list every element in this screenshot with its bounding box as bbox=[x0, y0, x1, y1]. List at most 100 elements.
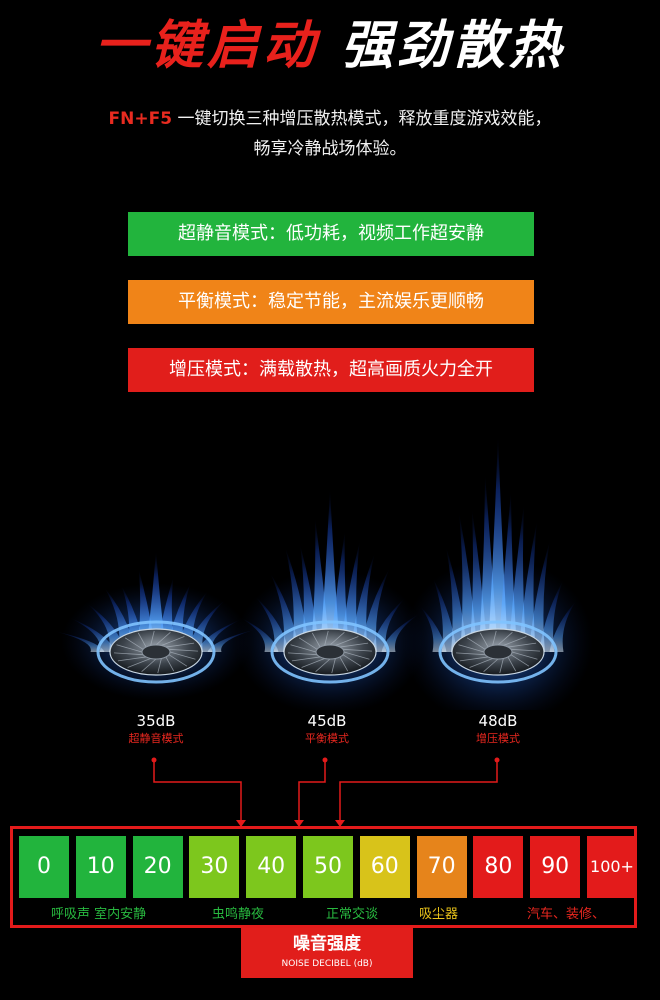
fan-blade bbox=[137, 632, 147, 648]
fan-blade bbox=[117, 656, 147, 662]
meter-cell-50: 50 bbox=[303, 836, 353, 898]
flame-tongue bbox=[381, 613, 420, 652]
fan-silent-illustration bbox=[56, 420, 256, 710]
fan-hub bbox=[141, 644, 171, 660]
fan-blade bbox=[497, 631, 513, 646]
fan-blade bbox=[161, 636, 185, 646]
intro-line-1-text: 一键切换三种增压散热模式，释放重度游戏效能， bbox=[172, 109, 552, 129]
fan-blade bbox=[315, 658, 331, 673]
flame-tongue bbox=[446, 546, 467, 652]
meter-cell-60: 60 bbox=[359, 836, 410, 898]
connector-arrow bbox=[294, 820, 304, 827]
decibel-value: 45dB bbox=[307, 712, 347, 730]
fan-blade bbox=[458, 644, 485, 653]
flame-tongue bbox=[350, 553, 375, 652]
fan-blade bbox=[507, 656, 517, 672]
fan-blade bbox=[342, 654, 362, 667]
intro-line-2: 畅享冷静战场体验。 bbox=[253, 139, 407, 159]
meter-cell-30: 30 bbox=[189, 836, 240, 898]
mode-bar-silent: 超静音模式：低功耗，视频工作超安静 bbox=[128, 212, 534, 256]
mode-name: 平衡模式 bbox=[305, 732, 349, 745]
fan-blade bbox=[141, 658, 157, 673]
flame-tongue bbox=[508, 504, 527, 652]
scale-label-night: 虫鸣静夜 bbox=[212, 907, 265, 922]
flame-tongue bbox=[529, 540, 550, 652]
fan-blade bbox=[456, 652, 486, 656]
fan-blade bbox=[492, 630, 497, 646]
meter-cell-10: 10 bbox=[75, 836, 126, 898]
connector-dot bbox=[151, 757, 157, 763]
fan-label-boost: 48dB 增压模式 bbox=[428, 711, 568, 747]
badge-subtitle-unit: (dB) bbox=[353, 959, 373, 969]
connector-boost bbox=[339, 762, 498, 826]
flame-tongue bbox=[518, 520, 537, 652]
fan-blade bbox=[483, 658, 499, 673]
fan-blade bbox=[339, 642, 369, 648]
fan-blade bbox=[288, 652, 318, 656]
fan-blade bbox=[466, 637, 486, 650]
fan-blade bbox=[168, 648, 198, 652]
flame-tongue bbox=[69, 617, 115, 652]
flame-tongue bbox=[187, 600, 225, 652]
fan-blade bbox=[469, 658, 493, 668]
fan-blade bbox=[155, 631, 171, 646]
intro-description: FN+F5 一键切换三种增压散热模式，释放重度游戏效能， 畅享冷静战场体验。 bbox=[0, 104, 660, 164]
fan-blade bbox=[339, 656, 349, 672]
flame-tongue bbox=[56, 631, 105, 652]
fan-blade bbox=[291, 656, 321, 662]
fan-blade bbox=[114, 652, 144, 656]
fan-blade bbox=[298, 637, 318, 650]
connector-arrow bbox=[335, 820, 345, 827]
flame-tongue bbox=[240, 617, 279, 652]
fan-label-silent: 35dB 超静音模式 bbox=[86, 711, 226, 747]
badge-title: 噪音强度 bbox=[293, 934, 361, 954]
meter-cell-100-plus: 100+ bbox=[587, 836, 637, 898]
page-title: 一键启动 强劲散热 bbox=[0, 14, 660, 78]
scale-label-talk: 正常交谈 bbox=[326, 907, 379, 922]
title-red-part: 一键启动 bbox=[94, 16, 319, 76]
connector-arrow bbox=[236, 820, 246, 827]
fan-ring bbox=[96, 620, 216, 684]
fan-blade bbox=[331, 658, 336, 674]
fan-boost-illustration bbox=[398, 420, 598, 710]
fan-flame-svg bbox=[403, 435, 593, 710]
flame-tongue bbox=[270, 572, 299, 652]
connector-dot bbox=[322, 757, 328, 763]
mode-name: 超静音模式 bbox=[128, 732, 184, 745]
fan-blade bbox=[329, 631, 345, 646]
meter-cell-0: 0 bbox=[19, 836, 69, 898]
scale-label-quiet: 呼吸声 室内安静 bbox=[51, 907, 147, 922]
fan-blade bbox=[165, 642, 195, 648]
fan-flame-svg bbox=[235, 488, 425, 710]
fan-blade bbox=[459, 656, 489, 662]
badge-subtitle: NOISE DECIBEL (dB) bbox=[241, 958, 413, 970]
fan-blade bbox=[165, 656, 175, 672]
meter-cell-80: 80 bbox=[473, 836, 524, 898]
flame-tongue bbox=[207, 629, 256, 652]
title-white-part: 强劲散热 bbox=[341, 16, 566, 76]
connector-dot bbox=[494, 757, 500, 763]
fan-balanced-illustration bbox=[230, 420, 430, 710]
badge-subtitle-main: NOISE DECIBEL bbox=[281, 959, 351, 969]
fan-label-balanced: 45dB 平衡模式 bbox=[257, 711, 397, 747]
fan-ring bbox=[438, 620, 558, 684]
flame-tongue bbox=[420, 606, 447, 652]
fan-blade bbox=[511, 651, 538, 660]
fan-blade bbox=[168, 654, 188, 667]
decibel-value: 35dB bbox=[136, 712, 176, 730]
flame-tongue bbox=[549, 601, 576, 652]
scale-label-traffic: 汽车、装修、 bbox=[527, 907, 606, 922]
flame-tongue bbox=[87, 603, 125, 652]
fan-blade bbox=[127, 658, 151, 668]
fan-blade bbox=[503, 636, 527, 646]
fan-hub bbox=[483, 644, 513, 660]
fan-blade bbox=[290, 644, 317, 653]
fan-blade bbox=[124, 637, 144, 650]
fan-blade bbox=[335, 636, 359, 646]
mode-bar-balanced: 平衡模式：稳定节能，主流娱乐更顺畅 bbox=[128, 280, 534, 324]
fan-blade bbox=[311, 632, 321, 648]
mode-name: 增压模式 bbox=[476, 732, 520, 745]
connector-balanced bbox=[298, 762, 326, 826]
fan-blade bbox=[510, 654, 530, 667]
